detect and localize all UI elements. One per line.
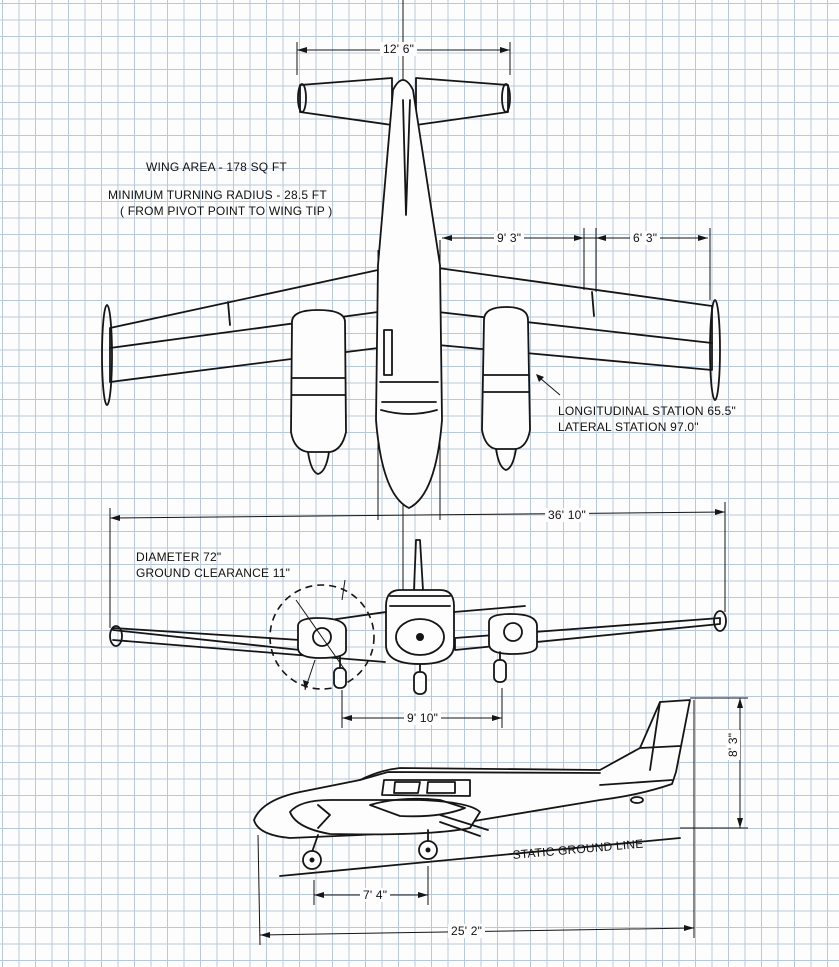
flap-side [439, 814, 489, 837]
side-view [253, 697, 748, 946]
fin-side [639, 701, 681, 771]
right-nacelle [481, 306, 531, 450]
lateral-station-note: LATERAL STATION 97.0" [558, 420, 699, 434]
right-wing-front [454, 617, 721, 651]
left-engine-spinner [312, 627, 332, 647]
wing-root [329, 605, 526, 621]
cowl-front [395, 618, 445, 656]
right-aileron-break [591, 291, 595, 317]
left-stabilizer [299, 77, 393, 126]
gear-track-dimension: 9' 10" [404, 711, 442, 725]
fuselage [375, 79, 443, 509]
right-stabilizer [415, 77, 509, 126]
left-spinner [307, 451, 330, 475]
air-intake [317, 804, 331, 829]
left-nacelle [290, 309, 347, 453]
spinner-front [416, 633, 424, 641]
right-main-wheel [493, 659, 507, 683]
left-aileron-break [227, 301, 231, 326]
left-tip-tank [101, 304, 113, 406]
right-spinner [495, 448, 517, 471]
prop-leader [341, 579, 346, 601]
wing-outboard-dimension: 6' 3" [630, 231, 661, 245]
propeller-disc [269, 584, 375, 690]
tail-span-dimension: 12' 6" [380, 42, 418, 56]
front-view [109, 539, 727, 728]
right-tip-tank [709, 299, 721, 401]
windshield [380, 409, 438, 415]
right-tip-tank-front [713, 610, 727, 632]
wheelbase-dimension: 7' 4" [360, 888, 391, 902]
wing-inboard-dimension: 9' 3" [494, 231, 525, 245]
wing-area-note: WING AREA - 178 SQ FT [146, 160, 287, 174]
tail-line [599, 779, 673, 786]
fuselage-front [385, 589, 455, 665]
prop-diameter-note: DIAMETER 72" [136, 550, 222, 564]
ground-clearance-note: GROUND CLEARANCE 11" [136, 566, 291, 580]
windshield-front [389, 595, 451, 607]
door [383, 329, 393, 376]
left-tip-tank-front [109, 625, 123, 647]
fin-front [413, 539, 424, 591]
station-leader [539, 377, 561, 396]
stabilizer-tip [297, 83, 307, 113]
arrowhead [536, 374, 544, 382]
turning-radius-subnote: ( FROM PIVOT POINT TO WING TIP ) [120, 204, 333, 218]
left-main-wheel [333, 667, 347, 689]
height-dimension: 8' 3" [726, 729, 740, 760]
wingspan-dimension: 36' 10" [545, 508, 589, 522]
static-ground-line [279, 837, 681, 877]
nacelle-side [289, 799, 481, 836]
right-engine-spinner [503, 622, 523, 642]
right-wing [437, 267, 713, 371]
prop-diameter-line [295, 599, 346, 671]
right-flap-line [437, 311, 713, 344]
right-engine-front [488, 613, 538, 655]
turning-radius-note: MINIMUM TURNING RADIUS - 28.5 FT [108, 188, 327, 202]
cabin-windows [381, 779, 471, 797]
stabilizer-tip [501, 83, 511, 113]
cabin-lines [379, 381, 439, 403]
fin-top [402, 99, 411, 216]
length-dimension: 25' 2" [448, 924, 486, 938]
cabin-top [359, 771, 601, 781]
wing-root-side [369, 797, 466, 818]
tail-skid [630, 796, 644, 804]
nose-wheel [413, 671, 427, 695]
top-view [101, 0, 726, 628]
longitudinal-station-note: LONGITUDINAL STATION 65.5" [558, 404, 736, 418]
